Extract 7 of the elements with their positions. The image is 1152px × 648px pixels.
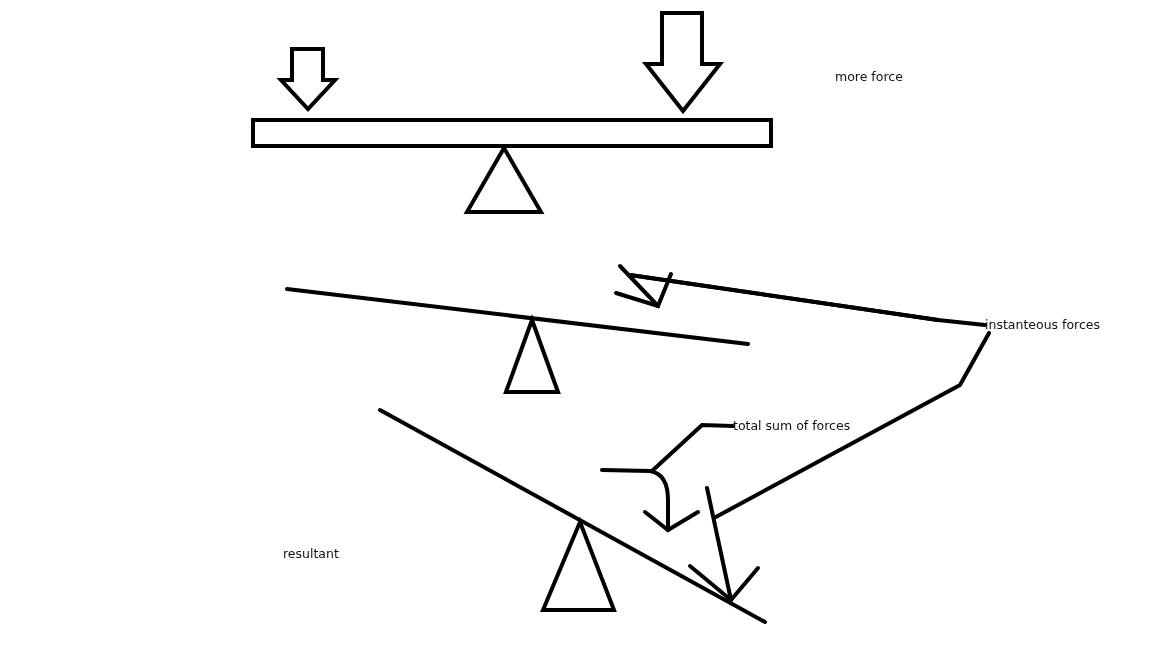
- leader-line: [650, 422, 735, 473]
- annotation-text: more force: [835, 69, 903, 85]
- leader-line: [628, 273, 987, 327]
- annotation-text: resultant: [283, 546, 339, 562]
- annotation-text: total sum of forces: [733, 418, 851, 434]
- leader-line: [712, 331, 991, 520]
- annotation-text: instanteous forces: [985, 317, 1101, 333]
